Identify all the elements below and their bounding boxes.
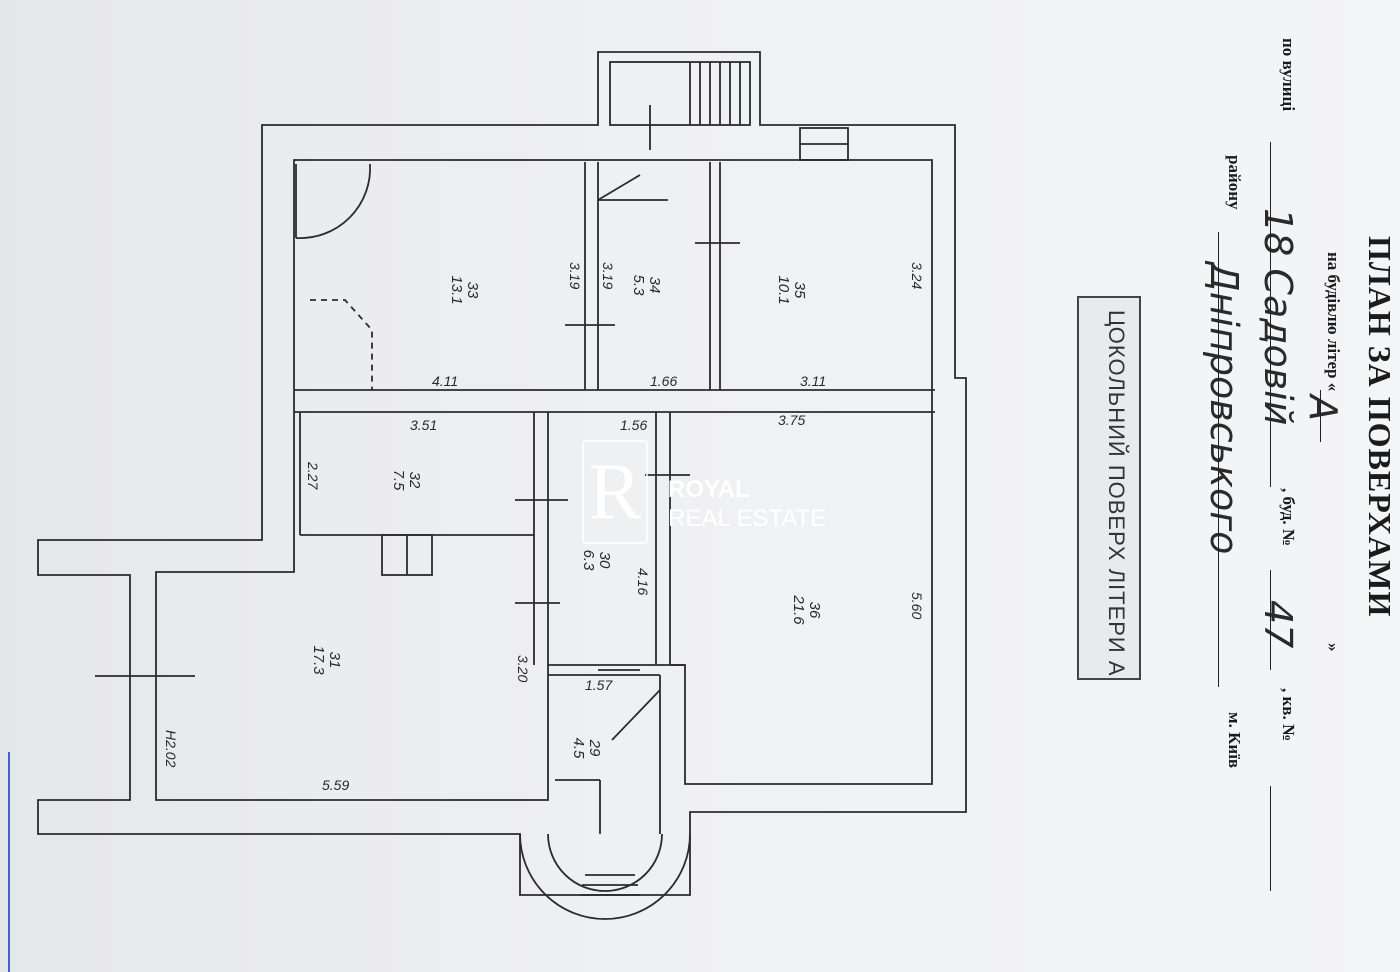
- svg-text:3.75: 3.75: [778, 412, 805, 428]
- watermark-line2: REAL ESTATE: [668, 505, 827, 532]
- svg-text:3.24: 3.24: [909, 262, 925, 289]
- room-34: 34 5.3: [630, 275, 663, 297]
- watermark-logo-icon: R: [582, 440, 648, 544]
- svg-text:34: 34: [646, 277, 663, 294]
- svg-text:30: 30: [596, 552, 613, 569]
- svg-text:17.3: 17.3: [310, 645, 327, 675]
- svg-text:3.19: 3.19: [567, 262, 583, 289]
- svg-text:5.3: 5.3: [630, 275, 647, 297]
- floor-stamp: ЦОКОЛЬНИЙ ПОВЕРХ ЛІТЕРИ А: [1077, 296, 1141, 680]
- litera-underline: [1320, 390, 1321, 442]
- svg-text:13.1: 13.1: [448, 275, 465, 304]
- binder-edge: [0, 752, 10, 972]
- svg-text:6.3: 6.3: [580, 550, 597, 572]
- svg-text:4.16: 4.16: [635, 568, 651, 595]
- apartment-underline: [1270, 786, 1271, 891]
- watermark-line1: ROYAL: [668, 476, 750, 503]
- svg-text:5.60: 5.60: [909, 592, 925, 619]
- svg-text:5.59: 5.59: [322, 777, 349, 793]
- svg-text:1.66: 1.66: [650, 373, 677, 389]
- svg-text:10.1: 10.1: [775, 275, 792, 304]
- svg-text:3.20: 3.20: [515, 655, 531, 682]
- dimension-labels: 3.19 3.19 3.24 4.11 1.66 3.11 3.51 1.56 …: [163, 262, 925, 793]
- street-underline: [1270, 142, 1271, 487]
- svg-text:36: 36: [806, 602, 823, 619]
- svg-text:33: 33: [464, 282, 481, 299]
- inner-wall: [155, 159, 933, 801]
- svg-text:1.56: 1.56: [620, 417, 647, 433]
- svg-text:21.6: 21.6: [790, 594, 807, 625]
- outer-wall: [37, 51, 967, 896]
- svg-text:3.19: 3.19: [600, 262, 616, 289]
- room-30: 30 6.3: [580, 550, 613, 572]
- room-32: 32 7.5: [390, 470, 423, 492]
- room-labels: 33 13.1 34 5.3 35 10.1 32 7.5 30 6.3 36 …: [310, 275, 823, 760]
- room-36: 36 21.6: [790, 594, 823, 625]
- svg-text:3.51: 3.51: [410, 417, 437, 433]
- svg-text:29: 29: [586, 739, 603, 757]
- svg-text:2.27: 2.27: [305, 461, 321, 490]
- room-31: 31 17.3: [310, 645, 343, 675]
- district-underline: [1218, 232, 1219, 687]
- svg-text:7.5: 7.5: [390, 470, 407, 492]
- svg-text:31: 31: [326, 652, 343, 669]
- svg-text:3.11: 3.11: [800, 373, 826, 389]
- svg-text:35: 35: [791, 282, 808, 299]
- svg-text:32: 32: [406, 472, 423, 489]
- house-underline: [1270, 570, 1271, 670]
- room-29: 29 4.5: [570, 738, 603, 760]
- room-35: 35 10.1: [775, 275, 808, 304]
- svg-text:1.57: 1.57: [585, 677, 613, 693]
- svg-text:4.5: 4.5: [570, 738, 587, 760]
- svg-text:4.11: 4.11: [432, 373, 458, 389]
- svg-text:Н2.02: Н2.02: [163, 730, 179, 768]
- room-33: 33 13.1: [448, 275, 481, 304]
